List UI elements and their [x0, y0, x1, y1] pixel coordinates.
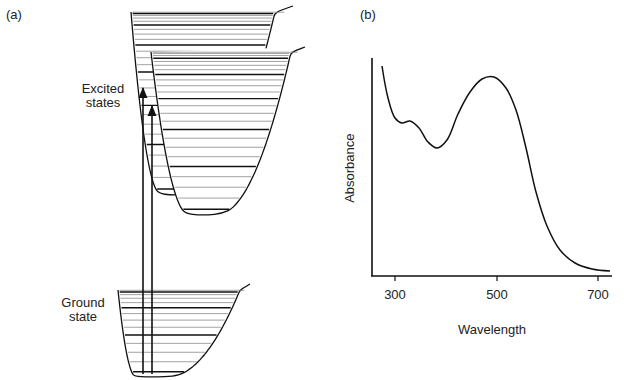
- vibrational-level: [183, 209, 229, 210]
- well-outline: [151, 47, 305, 215]
- vibrational-level: [157, 91, 279, 92]
- vibrational-level: [166, 147, 263, 148]
- well-outline: [118, 284, 250, 377]
- vibrational-level: [153, 53, 289, 54]
- transition-arrows: [143, 88, 152, 374]
- y-axis: [371, 58, 373, 276]
- vibrational-level: [158, 98, 278, 99]
- vibrational-level: [126, 343, 211, 344]
- state-label: Ground state: [54, 296, 112, 325]
- potential-well: [118, 284, 250, 377]
- panel-label: (a): [6, 8, 46, 22]
- vibrational-level: [121, 302, 233, 303]
- vibrational-level: [134, 29, 269, 30]
- axis-title: Absorbance: [343, 108, 357, 228]
- vibrational-level: [133, 15, 273, 16]
- absorbance-chart: [371, 58, 612, 281]
- vibrational-level: [153, 57, 288, 58]
- vibrational-level: [155, 69, 286, 70]
- vibrational-level: [133, 13, 274, 14]
- axis-title: Wavelength: [432, 323, 552, 337]
- vibrational-level: [163, 129, 269, 130]
- vibrational-level: [168, 156, 260, 157]
- spectrum-curve: [382, 66, 610, 271]
- vibrational-level: [120, 290, 245, 291]
- transition-arrow: [142, 88, 144, 374]
- tick: [394, 276, 395, 281]
- vibrational-level: [135, 44, 265, 45]
- vibrational-level: [155, 74, 284, 75]
- vibrational-level: [172, 176, 251, 177]
- vibrational-level: [170, 166, 256, 167]
- vibrational-level: [130, 361, 197, 362]
- tick: [597, 276, 598, 281]
- tick: [496, 276, 497, 281]
- state-label: Excited states: [74, 82, 132, 111]
- vibrational-level: [124, 327, 221, 328]
- transition-arrow: [151, 106, 153, 374]
- vibrational-level: [120, 291, 238, 292]
- vibrational-level: [133, 12, 285, 13]
- panel-label: (b): [360, 8, 400, 22]
- vibrational-level: [133, 371, 184, 372]
- vibrational-level: [133, 21, 271, 22]
- x-axis: [371, 275, 612, 277]
- tick-label: 300: [375, 288, 415, 302]
- tick-label: 500: [477, 288, 517, 302]
- vibrational-level: [120, 294, 237, 295]
- vibrational-level: [175, 187, 246, 188]
- vibrational-level: [153, 52, 298, 53]
- vibrational-level: [125, 334, 217, 335]
- tick-label: 700: [578, 288, 618, 302]
- vibrational-level: [159, 105, 276, 106]
- vibrational-level: [133, 18, 272, 19]
- vibrational-level: [156, 79, 283, 80]
- vibrational-level: [160, 113, 273, 114]
- vibrational-level: [134, 34, 268, 35]
- vibrational-level: [162, 121, 272, 122]
- vibrational-level: [157, 85, 282, 86]
- vibrational-level: [153, 55, 289, 56]
- potential-well: [151, 47, 305, 215]
- potential-wells: [118, 6, 305, 377]
- vibrational-level: [121, 307, 230, 308]
- vibrational-level: [134, 24, 271, 25]
- vibrational-level: [128, 352, 205, 353]
- vibrational-level: [123, 320, 225, 321]
- vibrational-level: [178, 198, 239, 199]
- vibrational-level: [154, 61, 288, 62]
- vibrational-level: [164, 138, 266, 139]
- vibrational-level: [154, 65, 286, 66]
- vibrational-level: [122, 313, 228, 314]
- vibrational-level: [135, 39, 267, 40]
- vibrational-level: [120, 298, 235, 299]
